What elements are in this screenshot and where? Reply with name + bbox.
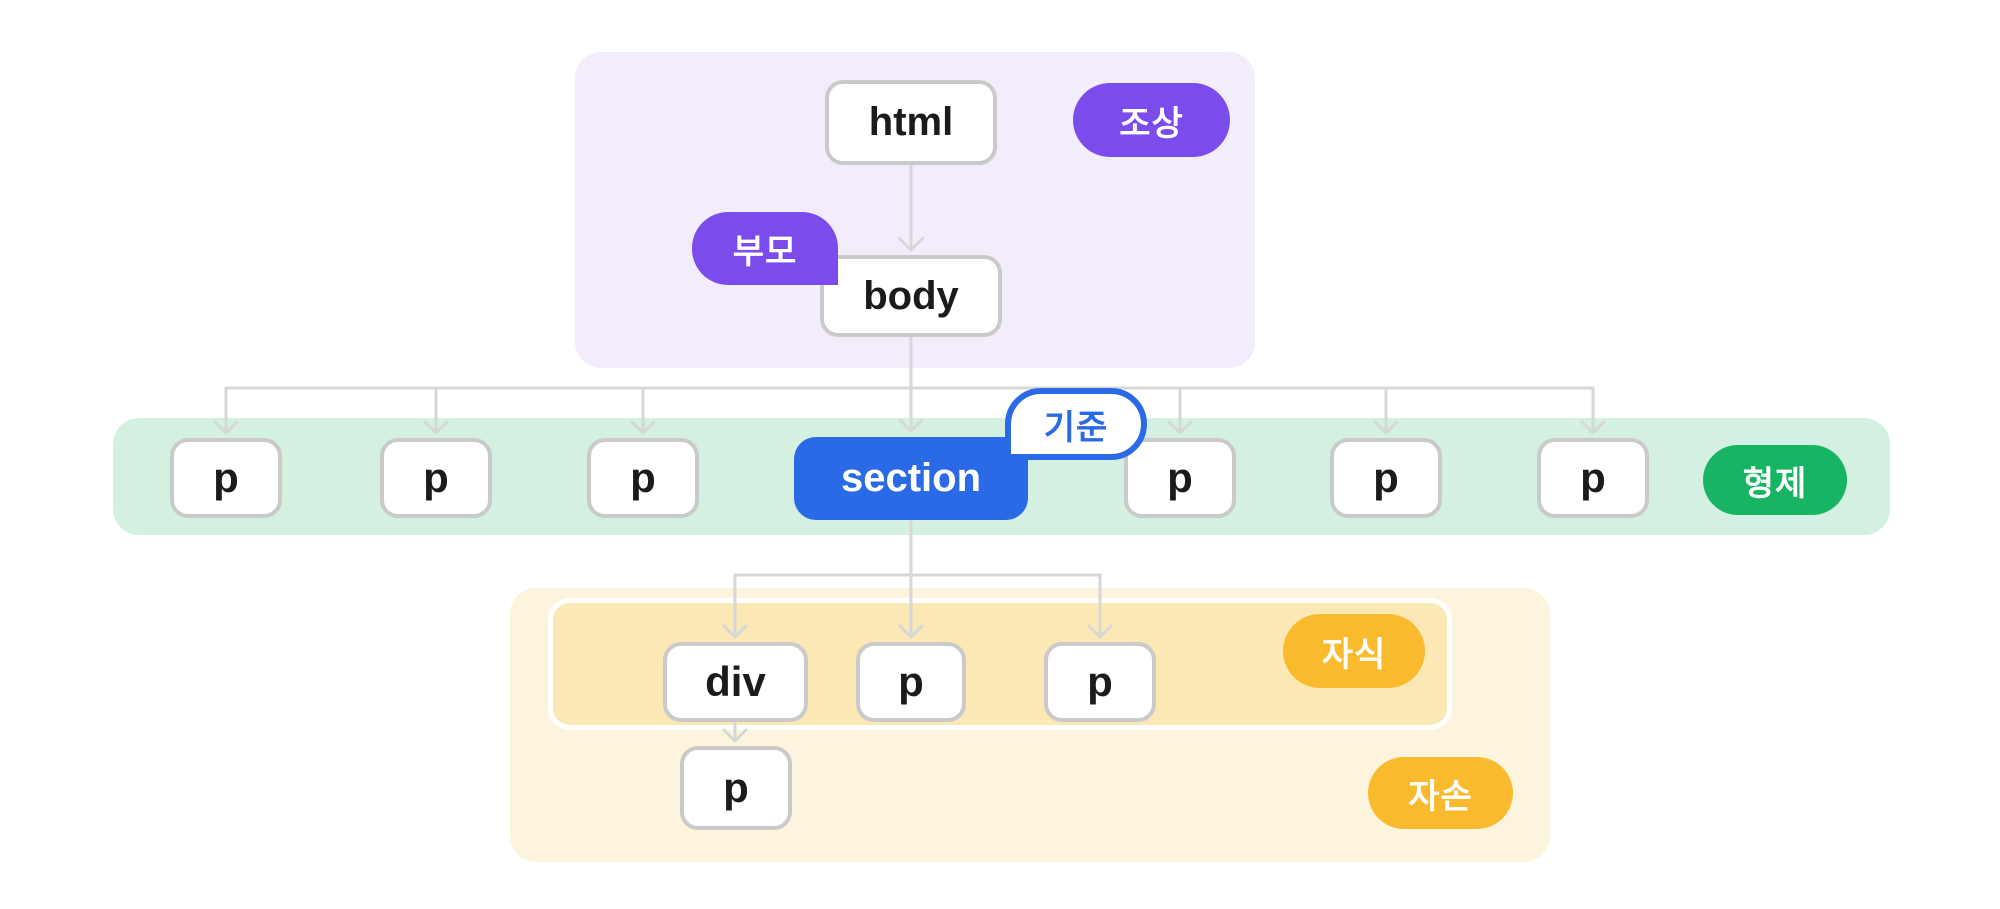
node-sibling-p-6: p [1537,438,1649,518]
ancestor-badge: 조상 [1073,83,1230,157]
node-child-p-2: p [1044,642,1156,722]
node-html: html [825,80,997,165]
base-badge: 기준 [1005,388,1147,460]
node-descendant-p: p [680,746,792,830]
arrow-branch-to-sibling-5 [1373,386,1399,435]
node-sibling-p-5: p [1330,438,1442,518]
node-sibling-p-4: p [1124,438,1236,518]
node-sibling-p-1: p [170,438,282,518]
child-badge: 자식 [1283,614,1425,688]
node-body: body [820,255,1002,337]
sibling-badge: 형제 [1703,445,1847,515]
node-sibling-p-2: p [380,438,492,518]
parent-badge: 부모 [692,212,838,285]
arrow-branch-to-sibling-6 [1580,386,1606,435]
arrow-branch-to-section [898,386,924,433]
arrow-branch-to-sibling-2 [423,386,449,435]
node-child-p-1: p [856,642,966,722]
node-sibling-p-3: p [587,438,699,518]
arrow-div-to-descendant-p [722,720,748,743]
arrow-html-to-body [897,164,925,252]
arrow-branch-to-child-div [722,573,748,639]
arrow-branch-to-child-p1 [898,573,924,639]
node-child-div: div [663,642,808,722]
arrow-branch-to-sibling-1 [213,386,239,435]
arrow-branch-to-child-p2 [1087,573,1113,639]
node-section: section [794,437,1028,520]
arrow-branch-to-sibling-3 [630,386,656,435]
descendant-badge: 자손 [1368,757,1513,829]
arrow-branch-to-sibling-4 [1167,386,1193,435]
